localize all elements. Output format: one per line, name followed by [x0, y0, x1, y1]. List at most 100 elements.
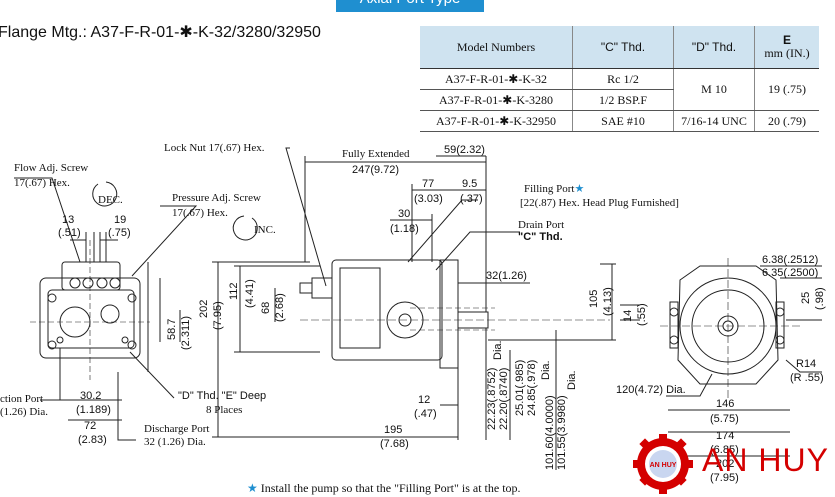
label-fully-extended: Fully Extended: [342, 148, 410, 160]
label-d-thd: "D" Thd. "E" Deep: [178, 390, 267, 402]
dim-dia-101-55: 101.55(3.9980): [556, 395, 568, 470]
label-discharge-dia: 32 (1.26) Dia.: [144, 436, 206, 448]
front-view: [14, 177, 258, 441]
dim-77: 77: [422, 178, 435, 190]
dim-dia-22-23: 22.23(.8752): [486, 367, 498, 430]
dim-77-in: (3.03): [414, 193, 443, 205]
logo-sub: AN HUY: [650, 462, 677, 469]
an-huy-logo: AN HUY: [633, 434, 693, 494]
dim-105: 105: [588, 289, 600, 308]
header-e-unit: mm (IN.): [764, 46, 810, 60]
footnote-text: Install the pump so that the "Filling Po…: [260, 481, 521, 495]
label-pressure-hex: 17(.67) Hex.: [172, 207, 228, 219]
dim-dia-24-85: 24.85(.978): [526, 359, 538, 416]
dim-247: 247(9.72): [352, 164, 400, 176]
side-view: [212, 147, 640, 470]
dim-9-5: 9.5: [462, 178, 478, 190]
label-pressure-adj: Pressure Adj. Screw: [172, 192, 261, 204]
section-banner: Axial Port Type: [336, 0, 484, 12]
dim-dia-1-label: Dia.: [492, 340, 504, 360]
dim-12: 12: [418, 394, 431, 406]
dim-dia-3-label: Dia.: [566, 370, 578, 390]
footnote: ★ Install the pump so that the "Filling …: [247, 481, 521, 496]
label-filling-port-text: Filling Port: [524, 183, 575, 195]
dim-58-7: 58.7: [166, 318, 178, 340]
table-row: A37-F-R-01-✱-K-3280 1/2 BSP.F: [420, 89, 819, 111]
dim-dia-2-label: Dia.: [540, 360, 552, 380]
dim-13-in: (.51): [58, 227, 81, 239]
dim-19: 19: [114, 214, 127, 226]
dim-195: 195: [384, 424, 403, 436]
label-discharge-port: Discharge Port: [144, 423, 210, 435]
cell-e: 20 (.79): [754, 110, 819, 132]
dim-6-38: 6.38(.2512): [762, 254, 819, 266]
page-title: Flange Mtg.: A37-F-R-01-✱-K-32/3280/3295…: [0, 24, 321, 41]
dim-dia-22-20: 22.20(.8740): [498, 367, 510, 430]
label-inc: INC.: [254, 224, 276, 236]
dim-112: 112: [228, 282, 240, 300]
label-suction-dia: (1.26) Dia.: [0, 406, 48, 418]
cell-c-thd: 1/2 BSP.F: [572, 89, 674, 111]
label-flow-hex: 17(.67) Hex.: [14, 177, 70, 189]
header-d-thd: "D" Thd.: [673, 26, 755, 69]
header-model: Model Numbers: [420, 26, 573, 69]
table-row: A37-F-R-01-✱-K-32950 SAE #10 7/16-14 UNC…: [420, 110, 819, 132]
dim-174-in: (6.85): [710, 444, 739, 456]
dim-25: 25: [800, 291, 812, 304]
cell-model: A37-F-R-01-✱-K-3280: [420, 89, 573, 111]
dim-72: 72: [84, 420, 97, 432]
dim-30-2-in: (1.189): [76, 404, 111, 416]
cell-e: 19 (.75): [754, 68, 819, 111]
dim-14-in: (.55): [636, 303, 648, 326]
dim-72-in: (2.83): [78, 434, 107, 446]
dim-202-h-in: (7.95): [710, 472, 739, 484]
dim-120: 120(4.72) Dia.: [616, 384, 686, 396]
dim-112-in: (4.41): [244, 279, 256, 308]
header-e: E mm (IN.): [754, 26, 819, 69]
dim-dia-25-01: 25.01(.985): [514, 359, 526, 416]
dim-30: 30: [398, 208, 411, 220]
label-dec: DEC.: [98, 194, 123, 206]
dim-30-2: 30.2: [80, 390, 102, 402]
end-view: [660, 258, 822, 457]
header-c-thd: "C" Thd.: [572, 26, 674, 69]
dim-r14: R14: [796, 358, 817, 370]
logo-text: AN HUY: [702, 442, 829, 478]
dim-68: 68: [260, 301, 272, 314]
cell-model: A37-F-R-01-✱-K-32: [420, 68, 573, 90]
label-8-places: 8 Places: [206, 404, 243, 416]
dim-202-v-in: (7.95): [212, 301, 224, 330]
cell-d-thd: 7/16-14 UNC: [673, 110, 755, 132]
label-filling-desc: [22(.87) Hex. Head Plug Furnished]: [520, 197, 679, 209]
dim-174: 174: [716, 430, 735, 442]
dim-195-in: (7.68): [380, 438, 409, 450]
dim-dia-101-60: 101.60(4.0000): [544, 395, 556, 470]
cell-model: A37-F-R-01-✱-K-32950: [420, 110, 573, 132]
dim-r14-in: (R .55): [790, 372, 824, 384]
label-drain-port: Drain Port: [518, 219, 565, 231]
filling-star-icon: ★: [574, 183, 585, 195]
dim-13: 13: [62, 214, 75, 226]
label-filling-port: Filling Port★: [524, 182, 584, 195]
model-table: Model Numbers "C" Thd. "D" Thd. E mm (IN…: [420, 26, 819, 132]
label-flow-adj: Flow Adj. Screw: [14, 162, 89, 174]
cell-d-thd: M 10: [673, 68, 755, 111]
table-row: A37-F-R-01-✱-K-32 Rc 1/2 M 10 19 (.75): [420, 68, 819, 111]
dim-14: 14: [622, 309, 634, 322]
dim-202-v: 202: [198, 299, 210, 318]
dim-58-7-in: (2.311): [180, 315, 192, 350]
header-e-letter: E: [782, 33, 791, 47]
dim-146-in: (5.75): [710, 413, 739, 425]
cell-c-thd: SAE #10: [572, 110, 674, 132]
dim-9-5-in: (.37): [460, 193, 483, 205]
dim-32: 32(1.26): [486, 270, 527, 282]
table-header-row: Model Numbers "C" Thd. "D" Thd. E mm (IN…: [420, 26, 819, 69]
dim-12-in: (.47): [414, 408, 437, 420]
label-lock-nut: Lock Nut 17(.67) Hex.: [164, 142, 265, 154]
cell-c-thd: Rc 1/2: [572, 68, 674, 90]
dim-6-35: 6.35(.2500): [762, 267, 819, 279]
label-suction-port: ction Port: [0, 393, 44, 405]
footnote-star-icon: ★: [247, 481, 258, 495]
dim-68-in: (2.68): [274, 293, 286, 322]
